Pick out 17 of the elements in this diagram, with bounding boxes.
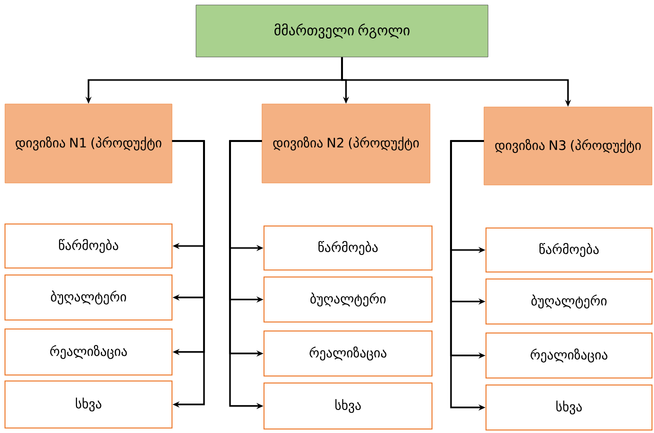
department-box: სხვა (486, 384, 652, 430)
department-box: რეალიზაცია (486, 332, 652, 378)
division-box: დივიზია N2 (პროდუქტი (262, 104, 430, 184)
department-box: ბუღალტერი (486, 278, 652, 324)
department-box: რეალიზაცია (4, 328, 172, 376)
division-box: დივიზია N1 (პროდუქტი (4, 104, 172, 184)
department-box: წარმოება (264, 226, 432, 270)
department-box: წარმოება (4, 223, 172, 268)
arrow (172, 140, 205, 408)
department-box: სხვა (4, 380, 172, 428)
division-box: დივიზია N3 (პროდუქტი (484, 106, 652, 186)
department-box: სხვა (264, 382, 432, 430)
department-box: ბუღალტერი (264, 276, 432, 322)
manager-box: მმართველი რგოლი (196, 4, 488, 58)
department-box: ბუღალტერი (4, 274, 172, 320)
department-box: რეალიზაცია (264, 330, 432, 376)
department-box: წარმოება (486, 228, 652, 272)
